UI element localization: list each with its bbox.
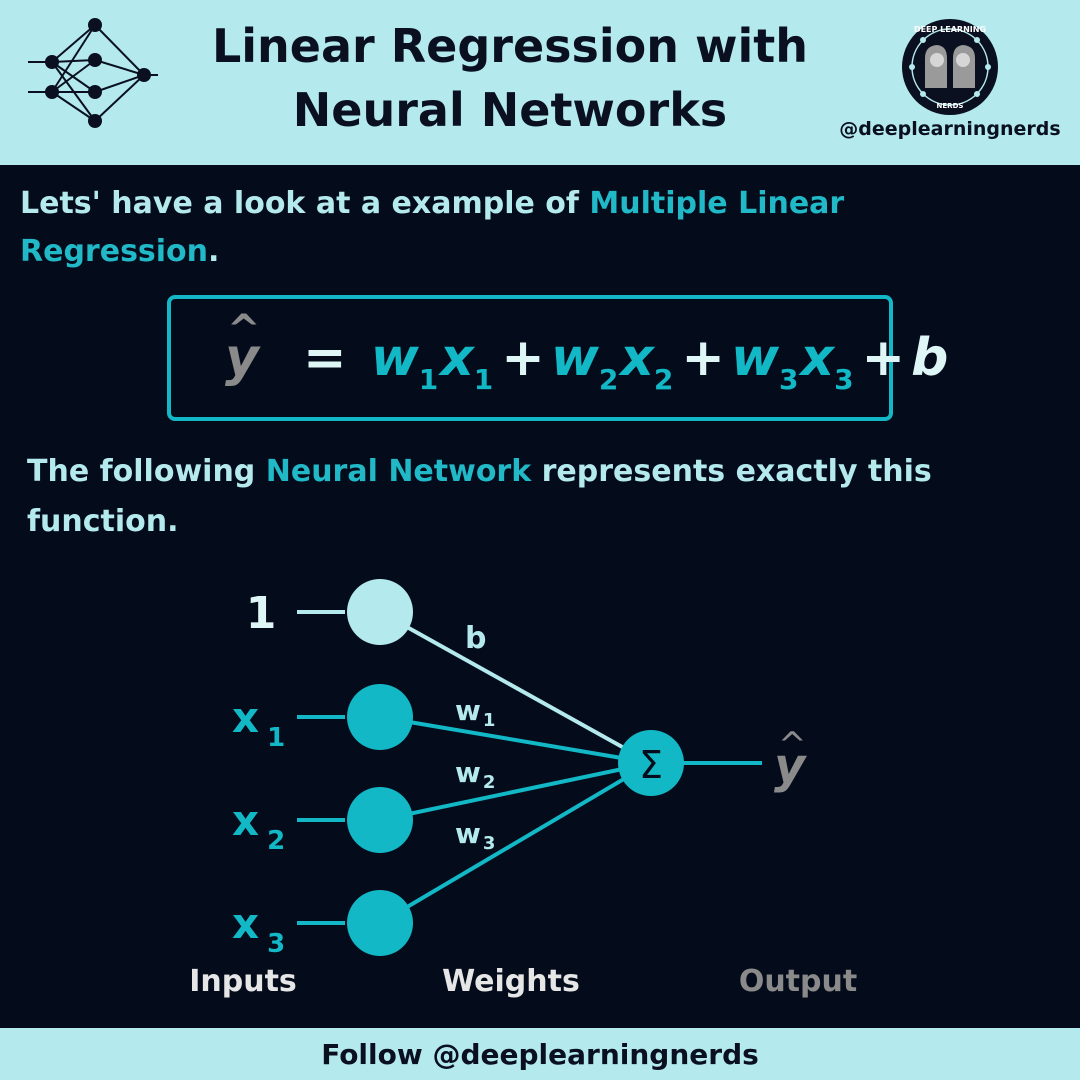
description-end: represents exactly this function. [27, 454, 932, 539]
inputs-caption: Inputs [189, 964, 297, 999]
sum-symbol: Σ [639, 743, 663, 787]
x3-symbol: x [800, 328, 835, 388]
output-y: y [774, 738, 807, 794]
neural-network-logo-icon [28, 18, 158, 128]
w1-label-symbol: w [455, 694, 481, 727]
w3-label-symbol: w [455, 817, 481, 850]
regression-formula: ^y = w1x1+w2x2+w3x3+b [225, 307, 949, 406]
term-x2: x2 [620, 328, 675, 396]
formula-box [167, 295, 893, 421]
title-line-1: Linear Regression with [211, 19, 809, 73]
x1-symbol: x [440, 328, 474, 388]
x3-node [347, 890, 413, 956]
x2-symbol: x [620, 328, 654, 388]
intro-text: Lets' have a look at a example of Multip… [20, 180, 1020, 276]
intro-text-start: Lets' have a look at a example of [20, 186, 590, 221]
weights-caption: Weights [442, 964, 580, 999]
w1-symbol: w [370, 328, 419, 388]
w2-symbol: w [550, 328, 599, 388]
header-bar: Linear Regression with Neural Networks D… [0, 0, 1080, 165]
w3-label-subscript: 3 [483, 833, 496, 854]
formula-hat: ^ [227, 307, 261, 353]
x2-label-subscript: 2 [267, 826, 285, 856]
network-description: The following Neural Network represents … [27, 447, 1047, 547]
description-start: The following [27, 454, 266, 489]
formula-plus-2: + [681, 328, 725, 388]
formula-bias: b [911, 328, 949, 388]
description-highlight: Neural Network [265, 454, 532, 489]
x1-subscript: 1 [473, 363, 494, 396]
x1-label-symbol: x [232, 693, 259, 742]
w3-symbol: w [730, 328, 780, 388]
x3-subscript: 3 [834, 363, 854, 396]
badge-top-text: DEEP LEARNING [914, 25, 986, 34]
w1-subscript: 1 [418, 363, 439, 396]
bias-input-label: 1 [246, 588, 277, 639]
title-line-2: Neural Networks [292, 83, 728, 137]
badge-bottom-text: NERDS [937, 102, 964, 110]
x1-label-subscript: 1 [267, 723, 285, 753]
w2-label-symbol: w [455, 756, 481, 789]
term-w1: w1 [370, 328, 441, 396]
bias-connection [379, 610, 652, 765]
bias-weight-label: b [465, 621, 486, 656]
w2-connection [379, 761, 652, 822]
term-w3: w3 [730, 328, 801, 396]
formula-plus-3: + [861, 328, 906, 388]
brand-handle: @deeplearningnerds [839, 118, 1061, 140]
x1-node [347, 684, 413, 750]
w3-subscript: 3 [779, 363, 799, 396]
intro-highlight: Multiple Linear Regression [20, 186, 845, 269]
x2-node [347, 787, 413, 853]
footer-bar: Follow @deeplearningnerds [0, 1028, 1080, 1080]
term-x1: x1 [440, 328, 495, 396]
intro-text-end: . [208, 234, 220, 269]
w2-subscript: 2 [598, 363, 619, 396]
brain-heads-icon [925, 45, 975, 88]
w3-connection [378, 761, 653, 925]
deep-learning-nerds-badge: DEEP LEARNING NERDS [902, 19, 998, 115]
x2-label-symbol: x [232, 796, 259, 845]
x3-label-symbol: x [232, 899, 259, 948]
w1-label-subscript: 1 [483, 710, 496, 731]
formula-y: y [225, 328, 259, 388]
formula-plus-1: + [501, 328, 545, 388]
x3-label-subscript: 3 [267, 929, 285, 959]
x2-subscript: 2 [653, 363, 674, 396]
formula-equals: = [303, 328, 347, 388]
page-title: Linear Regression with Neural Networks [160, 14, 860, 142]
bias-node [347, 579, 413, 645]
sum-node [618, 730, 684, 796]
output-caption: Output [739, 964, 857, 999]
w2-label-subscript: 2 [483, 772, 496, 793]
term-x3: x3 [800, 328, 856, 396]
term-w2: w2 [550, 328, 621, 396]
footer-follow-text: Follow @deeplearningnerds [321, 1038, 759, 1071]
formula-y-hat: ^y [225, 307, 261, 388]
w1-connection [379, 715, 652, 765]
output-hat: ^ [778, 725, 807, 765]
